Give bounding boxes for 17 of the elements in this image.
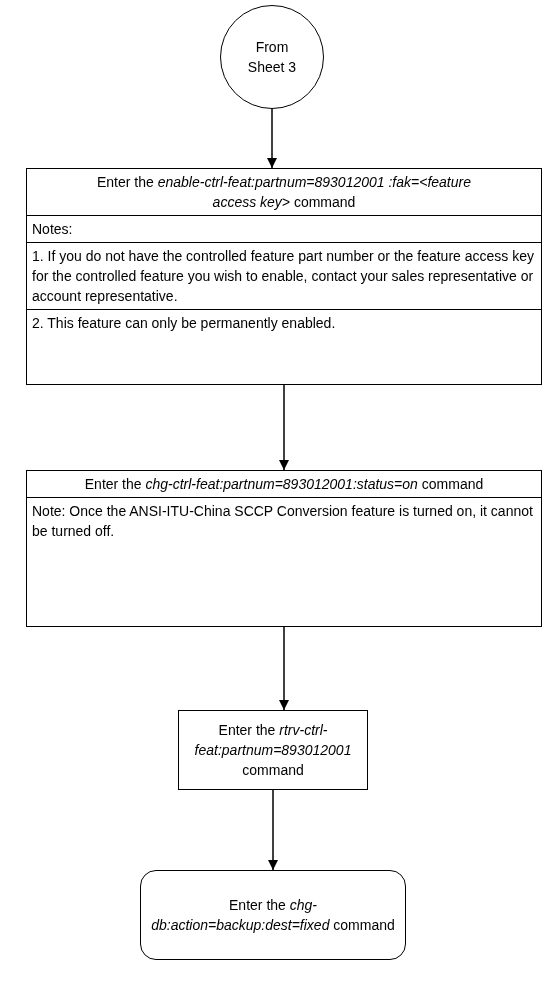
process-box (178, 710, 368, 790)
arrow (268, 789, 278, 871)
process-box (26, 470, 542, 627)
note-text: 1. If you do not have the controlled feature part number or the feature access key for the controlled feature you wish to enable, contact your sales representative or account representative. (27, 242, 541, 309)
notes-heading: Notes: (27, 215, 541, 242)
arrow (279, 626, 289, 711)
note-text: 2. This feature can only be permanently enabled. (27, 309, 541, 336)
command-text: Enter the chg-ctrl-feat:partnum=893012001:status=on command (83, 475, 485, 494)
command-text: Enter the chg-db:action=backup:dest=fixed command (150, 896, 396, 935)
note-text: Note: Once the ANSI-ITU-China SCCP Conversion feature is turned on, it cannot be turned off. (27, 497, 541, 544)
terminal-box (140, 870, 406, 960)
connector-label: From Sheet 3 (246, 38, 298, 77)
arrow (267, 108, 277, 169)
command-text: Enter the rtrv-ctrl-feat:partnum=893012001 command (193, 721, 353, 780)
command-text: Enter the enable-ctrl-feat:partnum=893012001 :fak=<feature access key> command (96, 173, 472, 212)
process-box (26, 168, 542, 385)
arrow (279, 384, 289, 471)
